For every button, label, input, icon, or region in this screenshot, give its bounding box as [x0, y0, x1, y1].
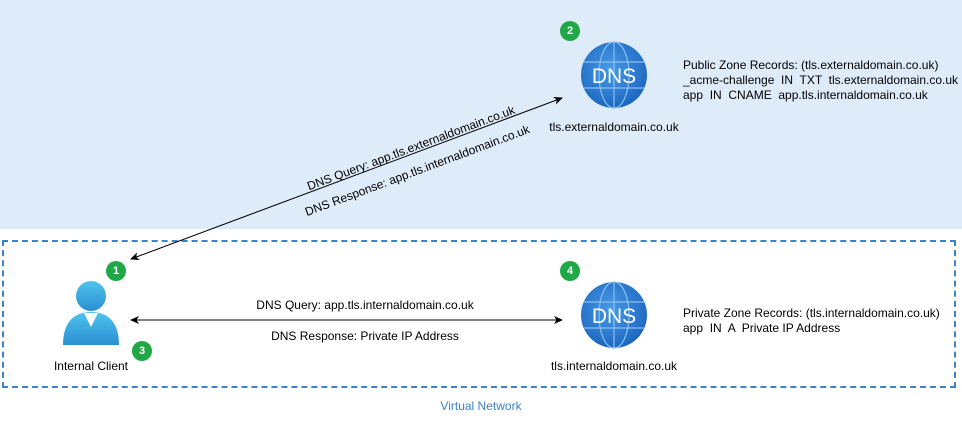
private-dns-icon-text: DNS: [592, 305, 636, 328]
private-zone-record: Private Zone Records: (tls.internaldomai…: [683, 306, 940, 320]
step-badge-4: 4: [560, 261, 580, 281]
public-zone-record: Public Zone Records: (tls.externaldomain…: [683, 58, 939, 72]
public-zone-record: app IN CNAME app.tls.internaldomain.co.u…: [683, 88, 928, 102]
private-dns-name: tls.internaldomain.co.uk: [550, 359, 678, 373]
public-dns-icon: DNS: [581, 41, 647, 109]
virtual-network-label: Virtual Network: [440, 399, 522, 413]
client-name: Internal Client: [53, 359, 129, 373]
public-dns-name: tls.externaldomain.co.uk: [549, 120, 679, 134]
internal-response-label: DNS Response: Private IP Address: [271, 329, 459, 343]
public-dns-icon-text: DNS: [592, 65, 636, 88]
internal-query-label: DNS Query: app.tls.internaldomain.co.uk: [256, 298, 474, 312]
private-dns-icon: DNS: [581, 281, 647, 349]
step-badge-2: 2: [560, 21, 580, 41]
public-zone-record: _acme-challenge IN TXT tls.externaldomai…: [683, 73, 959, 87]
private-zone-record: app IN A Private IP Address: [683, 321, 841, 335]
external-dns-arrow: [130, 97, 563, 260]
user-icon: [63, 281, 119, 345]
step-badge-3: 3: [132, 341, 152, 361]
step-badge-1: 1: [106, 261, 126, 281]
